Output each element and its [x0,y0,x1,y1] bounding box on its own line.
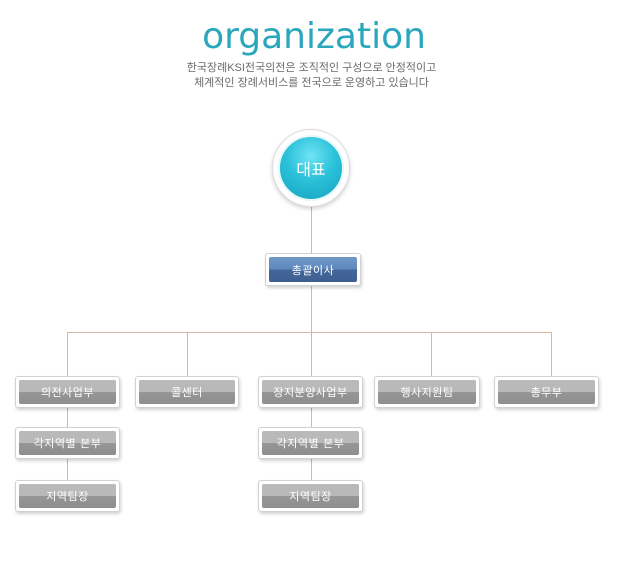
department-label: 의전사업부 [19,380,116,404]
subtitle-line-1: 한국장례KSI전국의전은 조직적인 구성으로 안정적이고 [186,62,437,74]
connector-drop-2 [187,332,188,377]
subunit-label: 지역팀장 [19,484,116,508]
connector-dept3-child1 [311,407,312,428]
director-label: 총괄이사 [269,257,357,282]
department-box-2: 콜센터 [135,376,239,408]
connector-bus [67,332,552,333]
connector-drop-4 [431,332,432,377]
ceo-node: 대표 [272,129,350,207]
subunit-box-1-2: 지역팀장 [15,480,120,512]
connector-ceo-director [311,207,312,255]
subunit-box-3-2: 지역팀장 [258,480,363,512]
page-title: organization [202,16,426,57]
connector-drop-3 [311,332,312,377]
connector-dept1-child2 [67,458,68,481]
department-box-3: 장지분양사업부 [258,376,363,408]
department-label: 장지분양사업부 [262,380,359,404]
director-box: 총괄이사 [265,253,361,286]
subunit-box-3-1: 각지역별 본부 [258,427,363,459]
connector-director-bus [311,285,312,332]
connector-drop-5 [551,332,552,377]
connector-dept1-child1 [67,407,68,428]
department-label: 총무부 [498,380,595,404]
subunit-label: 각지역별 본부 [262,431,359,455]
department-box-4: 행사지원팀 [374,376,480,408]
department-label: 행사지원팀 [378,380,476,404]
department-label: 콜센터 [139,380,235,404]
subunit-label: 지역팀장 [262,484,359,508]
subtitle-line-2: 체계적인 장례서비스를 전국으로 운영하고 있습니다 [194,77,429,89]
ceo-label: 대표 [296,160,326,179]
subunit-label: 각지역별 본부 [19,431,116,455]
subunit-box-1-1: 각지역별 본부 [15,427,120,459]
department-box-1: 의전사업부 [15,376,120,408]
connector-dept3-child2 [311,458,312,481]
ceo-circle: 대표 [278,135,344,201]
connector-drop-1 [67,332,68,377]
department-box-5: 총무부 [494,376,599,408]
